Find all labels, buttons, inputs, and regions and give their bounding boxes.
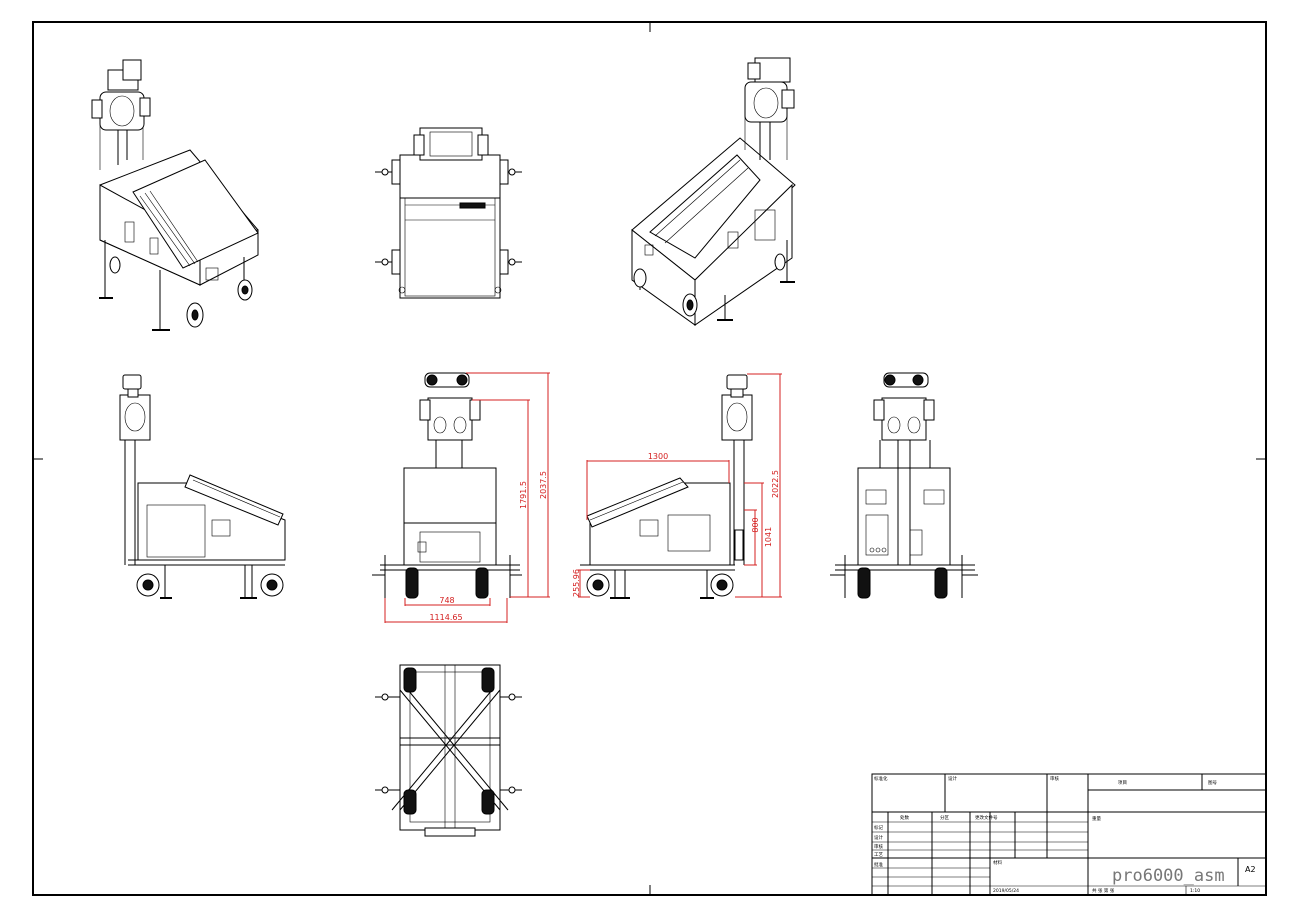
rear-view xyxy=(830,372,978,599)
tb-col-label-1: 处数 xyxy=(900,814,909,821)
tb-row-label-4: 工艺 xyxy=(874,852,883,858)
tb-weight: 重量 xyxy=(1092,815,1101,822)
dim-total-height-side: 2022.5 xyxy=(771,470,780,498)
top-view xyxy=(375,127,522,299)
tb-header-b: 设计 xyxy=(948,775,957,782)
sheet-size: A2 xyxy=(1245,865,1256,874)
tb-project: 项目 xyxy=(1118,780,1127,786)
tb-col-label-2: 分区 xyxy=(940,814,949,821)
dim-body-height: 1041 xyxy=(764,527,773,547)
dim-ground-clearance: 255.96 xyxy=(572,569,581,597)
tb-header-a: 标准化 xyxy=(874,775,888,782)
dim-track-width: 748 xyxy=(439,596,454,605)
side-view-right xyxy=(580,374,753,599)
tb-sheet: 共 张 第 张 xyxy=(1092,887,1115,894)
tb-row-label-3: 审核 xyxy=(874,843,883,850)
isometric-view-left xyxy=(91,59,259,331)
tb-top-right: 图号 xyxy=(1208,780,1217,786)
tb-header-c: 审核 xyxy=(1050,775,1059,782)
side-view-left xyxy=(119,374,286,599)
dim-total-height-front: 2037.5 xyxy=(539,471,548,499)
tb-row-label-2: 设计 xyxy=(874,834,883,841)
drawing-name: pro6000_asm xyxy=(1112,866,1225,886)
tb-col-label-3: 更改文件号 xyxy=(975,814,998,821)
tb-date: 2019/05/24 xyxy=(993,888,1019,894)
tb-material: 材料 xyxy=(993,859,1002,866)
isometric-view-right xyxy=(631,57,796,326)
tb-scale: 1:10 xyxy=(1190,888,1200,894)
sheet-border xyxy=(32,21,1267,896)
dim-box-height: 800 xyxy=(751,517,760,532)
dim-body-length: 1300 xyxy=(648,452,668,461)
tb-row-label-5: 批准 xyxy=(874,861,883,868)
front-view-dimensions: 2037.5 1791.5 748 1114.65 xyxy=(384,372,550,623)
tb-row-label-1: 标记 xyxy=(874,824,883,831)
side-view-dimensions: 1300 2022.5 1041 800 255.96 xyxy=(572,373,782,598)
dim-overall-width: 1114.65 xyxy=(429,613,462,622)
dim-mast-height-front: 1791.5 xyxy=(519,481,528,509)
front-view xyxy=(372,372,522,599)
bottom-view xyxy=(375,664,522,837)
title-block: 标准化 设计 审核 项目 图号 处数 分区 更改文件号 标记 设计 审核 工艺 … xyxy=(871,773,1267,896)
